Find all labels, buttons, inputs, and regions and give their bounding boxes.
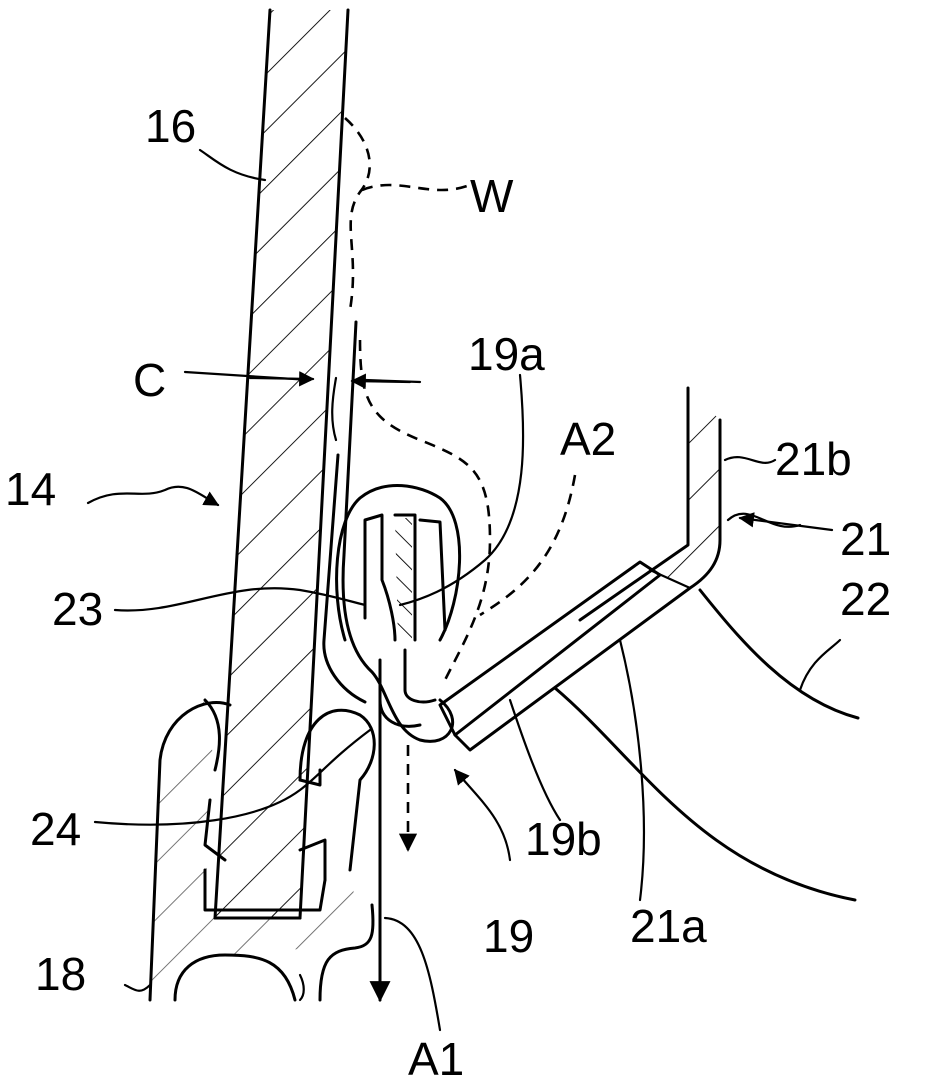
c-arrow-left [352, 381, 410, 382]
label-24: 24 [30, 803, 81, 855]
label-a2: A2 [560, 413, 616, 465]
wave-w-leader [362, 185, 470, 190]
label-21b: 21b [775, 433, 852, 485]
label-c: C [133, 354, 166, 406]
label-w: W [470, 170, 514, 222]
label-16: 16 [145, 100, 196, 152]
label-21: 21 [840, 513, 891, 565]
label-21a: 21a [630, 900, 707, 952]
label-a1: A1 [408, 1033, 464, 1084]
label-19a: 19a [468, 328, 545, 380]
c-arrow-right [250, 378, 313, 379]
label-19: 19 [483, 910, 534, 962]
flow-a2 [360, 340, 490, 680]
wave-w [345, 118, 370, 310]
label-23: 23 [52, 583, 103, 635]
clip-23 [337, 485, 460, 726]
label-19b: 19b [525, 813, 602, 865]
flow-a2-upper [480, 475, 575, 615]
label-18: 18 [35, 948, 86, 1000]
label-22: 22 [840, 573, 891, 625]
label-14: 14 [5, 463, 56, 515]
panel-16 [215, 10, 348, 918]
curve-22 [700, 590, 858, 718]
curve-lower [555, 688, 855, 900]
